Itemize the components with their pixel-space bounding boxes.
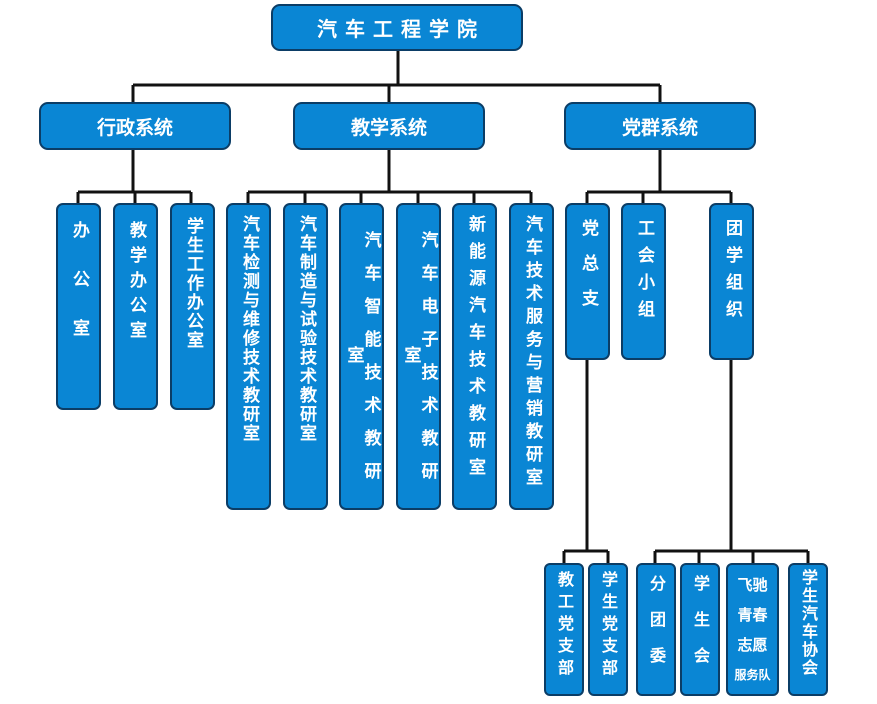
- volunteer-line-2: 青春: [737, 605, 768, 624]
- node-union-group: 工会小组: [621, 203, 666, 360]
- node-volunteer-team: 飞驰 青春 志愿 服务队: [726, 563, 779, 696]
- node-teaching-unit-3: 汽车智能技术教研室: [339, 203, 384, 510]
- volunteer-line-1: 飞驰: [737, 575, 768, 594]
- volunteer-line-3: 志愿: [737, 635, 768, 654]
- node-student-party-branch: 学生党支部: [588, 563, 628, 696]
- node-student-auto-association: 学生汽车协会: [788, 563, 828, 696]
- node-student-council: 学生会: [680, 563, 720, 696]
- node-league-org: 团学组织: [709, 203, 754, 360]
- node-staff-party-branch: 教工党支部: [544, 563, 584, 696]
- node-student-affairs-office: 学生工作办公室: [170, 203, 215, 410]
- node-admin-system: 行政系统: [39, 102, 231, 150]
- node-league-committee: 分团委: [636, 563, 676, 696]
- node-party-system: 党群系统: [564, 102, 756, 150]
- node-teaching-unit-2: 汽车制造与试验技术教研室: [283, 203, 328, 510]
- node-teaching-unit-5: 新能源汽车技术教研室: [452, 203, 497, 510]
- node-teaching-unit-4: 汽车电子技术教研室: [396, 203, 441, 510]
- volunteer-line-4: 服务队: [734, 667, 771, 682]
- node-party-branch: 党总支: [565, 203, 610, 360]
- node-root: 汽车工程学院: [271, 4, 523, 51]
- node-teaching-unit-1: 汽车检测与维修技术教研室: [226, 203, 271, 510]
- node-academic-office: 教学办公室: [113, 203, 158, 410]
- node-office: 办 公 室: [56, 203, 101, 410]
- node-teaching-unit-6: 汽车技术服务与营销教研室: [509, 203, 554, 510]
- node-teaching-system: 教学系统: [293, 102, 485, 150]
